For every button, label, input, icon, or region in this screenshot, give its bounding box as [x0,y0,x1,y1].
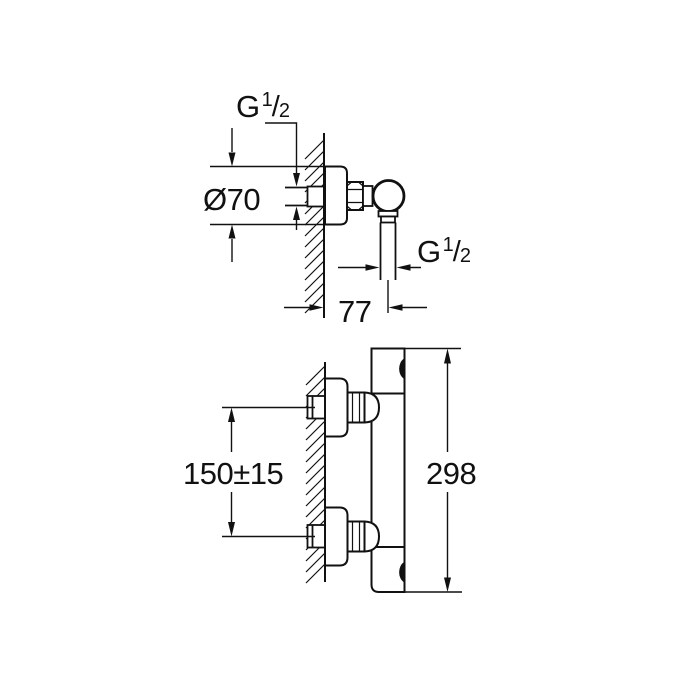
arrowhead [365,264,411,271]
hex-nut [346,181,364,211]
escutcheon-upper [324,377,349,438]
dimension-escutcheon-diameter [210,128,325,262]
screw-detail-lower [399,561,405,583]
outlet-pipe [379,222,397,280]
side-view [210,122,427,318]
thread-denominator: 2 [278,100,290,122]
dimension-overall-height [404,347,462,593]
escutcheon [324,165,348,226]
hex-nut-lower [346,520,366,553]
screw-detail-upper [399,358,405,380]
inlet-dome-lower [363,520,381,553]
front-profile-view [222,347,462,593]
arrowhead [293,173,300,220]
dimension-label-wall-to-outlet: 77 [338,294,372,329]
dimension-label-overall-height: 298 [426,456,477,491]
outlet-collar [377,210,399,224]
dimension-wall-to-outlet [284,304,427,311]
inlet-pipe-stub [285,186,308,207]
dimension-connection-spacing [222,406,315,538]
thread-numerator: 1 [261,89,273,111]
thread-slash: / [452,236,461,268]
thread-denominator: 2 [459,245,471,267]
thermostat-body [370,347,406,593]
thread-base: G [236,89,260,124]
inlet-dome-upper [363,391,381,424]
escutcheon-lower [324,506,349,567]
thread-numerator: 1 [442,234,454,256]
dimension-thread-outlet [338,264,421,271]
thread-slash: / [271,91,280,123]
arrowhead [228,407,235,537]
dimension-label-connection-spacing: 150±15 [183,456,284,491]
dimension-label-escutcheon-diameter: Ø70 [203,182,261,217]
thread-base: G [417,234,441,269]
hex-nut-upper [346,391,366,424]
valve-body-circle [371,179,406,213]
valve-neck [362,185,374,207]
dimension-thread-inlet [265,122,300,230]
